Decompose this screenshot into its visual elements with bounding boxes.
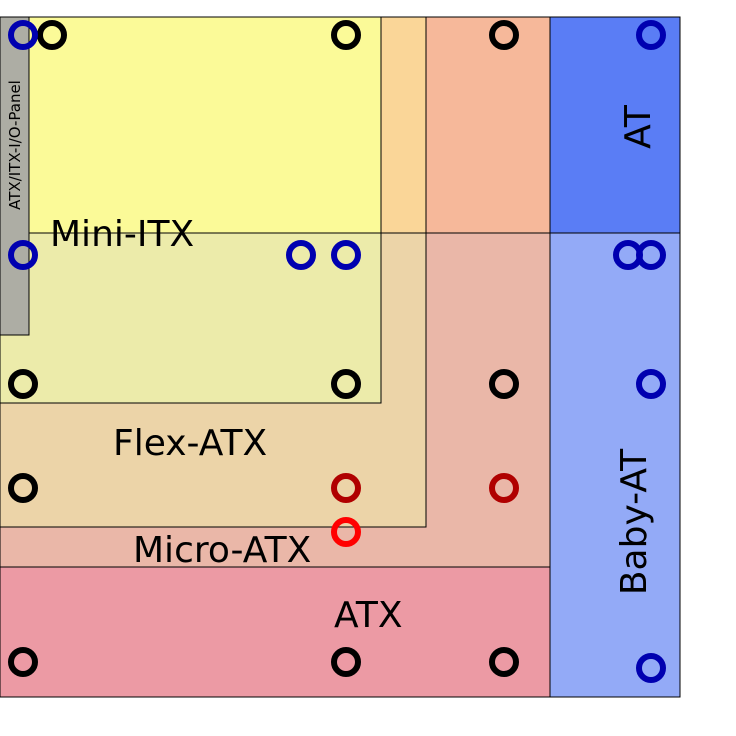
- mounting-hole-black: [8, 647, 38, 677]
- mounting-holes: [8, 20, 666, 683]
- mounting-hole-black: [8, 369, 38, 399]
- mini-itx-top: [0, 16, 382, 234]
- mounting-hole-blue: [636, 20, 666, 50]
- mounting-hole-blue: [636, 369, 666, 399]
- board-regions: [0, 16, 681, 698]
- mounting-hole-dark-red: [331, 473, 361, 503]
- baby-at-board: [549, 232, 681, 698]
- board-labels: ATX/ITX-I/O-Panel Mini-ITX Flex-ATX Micr…: [6, 80, 659, 636]
- at-label: AT: [618, 104, 659, 149]
- mini-itx-label: Mini-ITX: [50, 214, 194, 255]
- mounting-hole-blue: [636, 653, 666, 683]
- mounting-hole-dark-red: [489, 473, 519, 503]
- mounting-hole-blue: [8, 240, 38, 270]
- mounting-hole-black: [489, 20, 519, 50]
- mounting-hole-black: [331, 647, 361, 677]
- mounting-hole-blue: [636, 240, 666, 270]
- mounting-hole-red: [331, 517, 361, 547]
- micro-atx-label: Micro-ATX: [133, 530, 311, 571]
- io-panel-label: ATX/ITX-I/O-Panel: [6, 80, 24, 210]
- at-board: [549, 16, 681, 234]
- mounting-hole-black: [489, 647, 519, 677]
- io-panel-strip: [0, 16, 30, 336]
- mounting-hole-blue: [286, 240, 316, 270]
- mounting-hole-blue: [331, 240, 361, 270]
- mounting-hole-black: [489, 369, 519, 399]
- mounting-hole-black: [37, 20, 67, 50]
- mini-itx-board: [0, 232, 382, 404]
- atx-label: ATX: [334, 595, 402, 636]
- flex-atx-label: Flex-ATX: [113, 423, 267, 464]
- mounting-hole-black: [331, 369, 361, 399]
- baby-at-label: Baby-AT: [614, 448, 655, 595]
- mounting-hole-black: [331, 20, 361, 50]
- mounting-hole-blue: [8, 20, 38, 50]
- mounting-hole-black: [8, 473, 38, 503]
